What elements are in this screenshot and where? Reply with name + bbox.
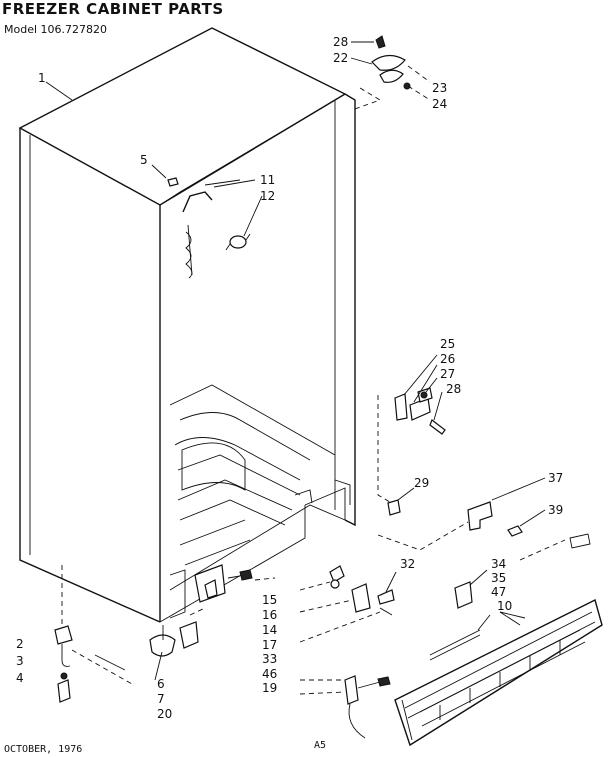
callout-labels: 1 5 11 12 28 22 23 24 25 26 27 28 29 37 …	[16, 35, 563, 721]
cabinet-shell	[18, 27, 356, 623]
callout-25: 25	[440, 337, 455, 351]
drain-tube-assembly	[299, 675, 391, 739]
callout-28-lower: 28	[446, 382, 461, 396]
callout-16: 16	[262, 608, 277, 622]
callout-19: 19	[262, 681, 277, 695]
callout-32: 32	[400, 557, 415, 571]
callout-37: 37	[548, 471, 563, 485]
cap-part-39	[507, 509, 546, 537]
callout-2: 2	[16, 637, 24, 651]
callout-35: 35	[491, 571, 506, 585]
hinge-pin-part-29	[387, 487, 415, 516]
leader-1	[45, 81, 73, 101]
roller-part-6	[149, 607, 206, 657]
thermostat-bracket	[182, 179, 241, 279]
callout-3: 3	[16, 654, 24, 668]
toe-grille	[394, 533, 603, 747]
callout-5: 5	[140, 153, 148, 167]
callout-27: 27	[440, 367, 455, 381]
top-hinge-assembly	[350, 35, 431, 111]
grille-clip-part-34	[454, 569, 488, 609]
leveling-leg-assembly	[54, 565, 133, 703]
leader-6	[154, 651, 163, 681]
callout-29: 29	[414, 476, 429, 490]
callout-7: 7	[157, 692, 165, 706]
door-switch-assembly	[194, 564, 276, 603]
callout-20: 20	[157, 707, 172, 721]
callout-11: 11	[260, 173, 275, 187]
defrost-bracket-parts	[299, 565, 397, 643]
callout-26: 26	[440, 352, 455, 366]
callout-1: 1	[38, 71, 46, 85]
grommet-part-5	[151, 164, 179, 187]
callout-24: 24	[432, 97, 447, 111]
callout-4: 4	[16, 671, 24, 685]
thermostat-knob	[225, 233, 251, 251]
callout-34: 34	[491, 557, 506, 571]
lower-hinge-assembly	[377, 354, 446, 506]
callout-12: 12	[260, 189, 275, 203]
diagram-title: FREEZER CABINET PARTS	[2, 0, 224, 18]
callout-46: 46	[262, 667, 277, 681]
callout-28-top: 28	[333, 35, 348, 49]
leader-11	[213, 179, 256, 188]
callout-17: 17	[262, 638, 277, 652]
clip-part-37	[377, 477, 546, 551]
footer-code: A5	[314, 740, 326, 751]
grille-rod-part-47	[429, 611, 521, 661]
callout-14: 14	[262, 623, 277, 637]
model-number: Model 106.727820	[4, 23, 107, 36]
callout-22: 22	[333, 51, 348, 65]
leader-12	[243, 195, 263, 237]
callout-23: 23	[432, 81, 447, 95]
callout-6: 6	[157, 677, 165, 691]
callout-47: 47	[491, 585, 506, 599]
leader-10	[499, 611, 526, 619]
footer-date: OCTOBER, 1976	[4, 744, 82, 755]
callout-33: 33	[262, 652, 277, 666]
callout-10: 10	[497, 599, 512, 613]
callout-39: 39	[548, 503, 563, 517]
callout-15: 15	[262, 593, 277, 607]
